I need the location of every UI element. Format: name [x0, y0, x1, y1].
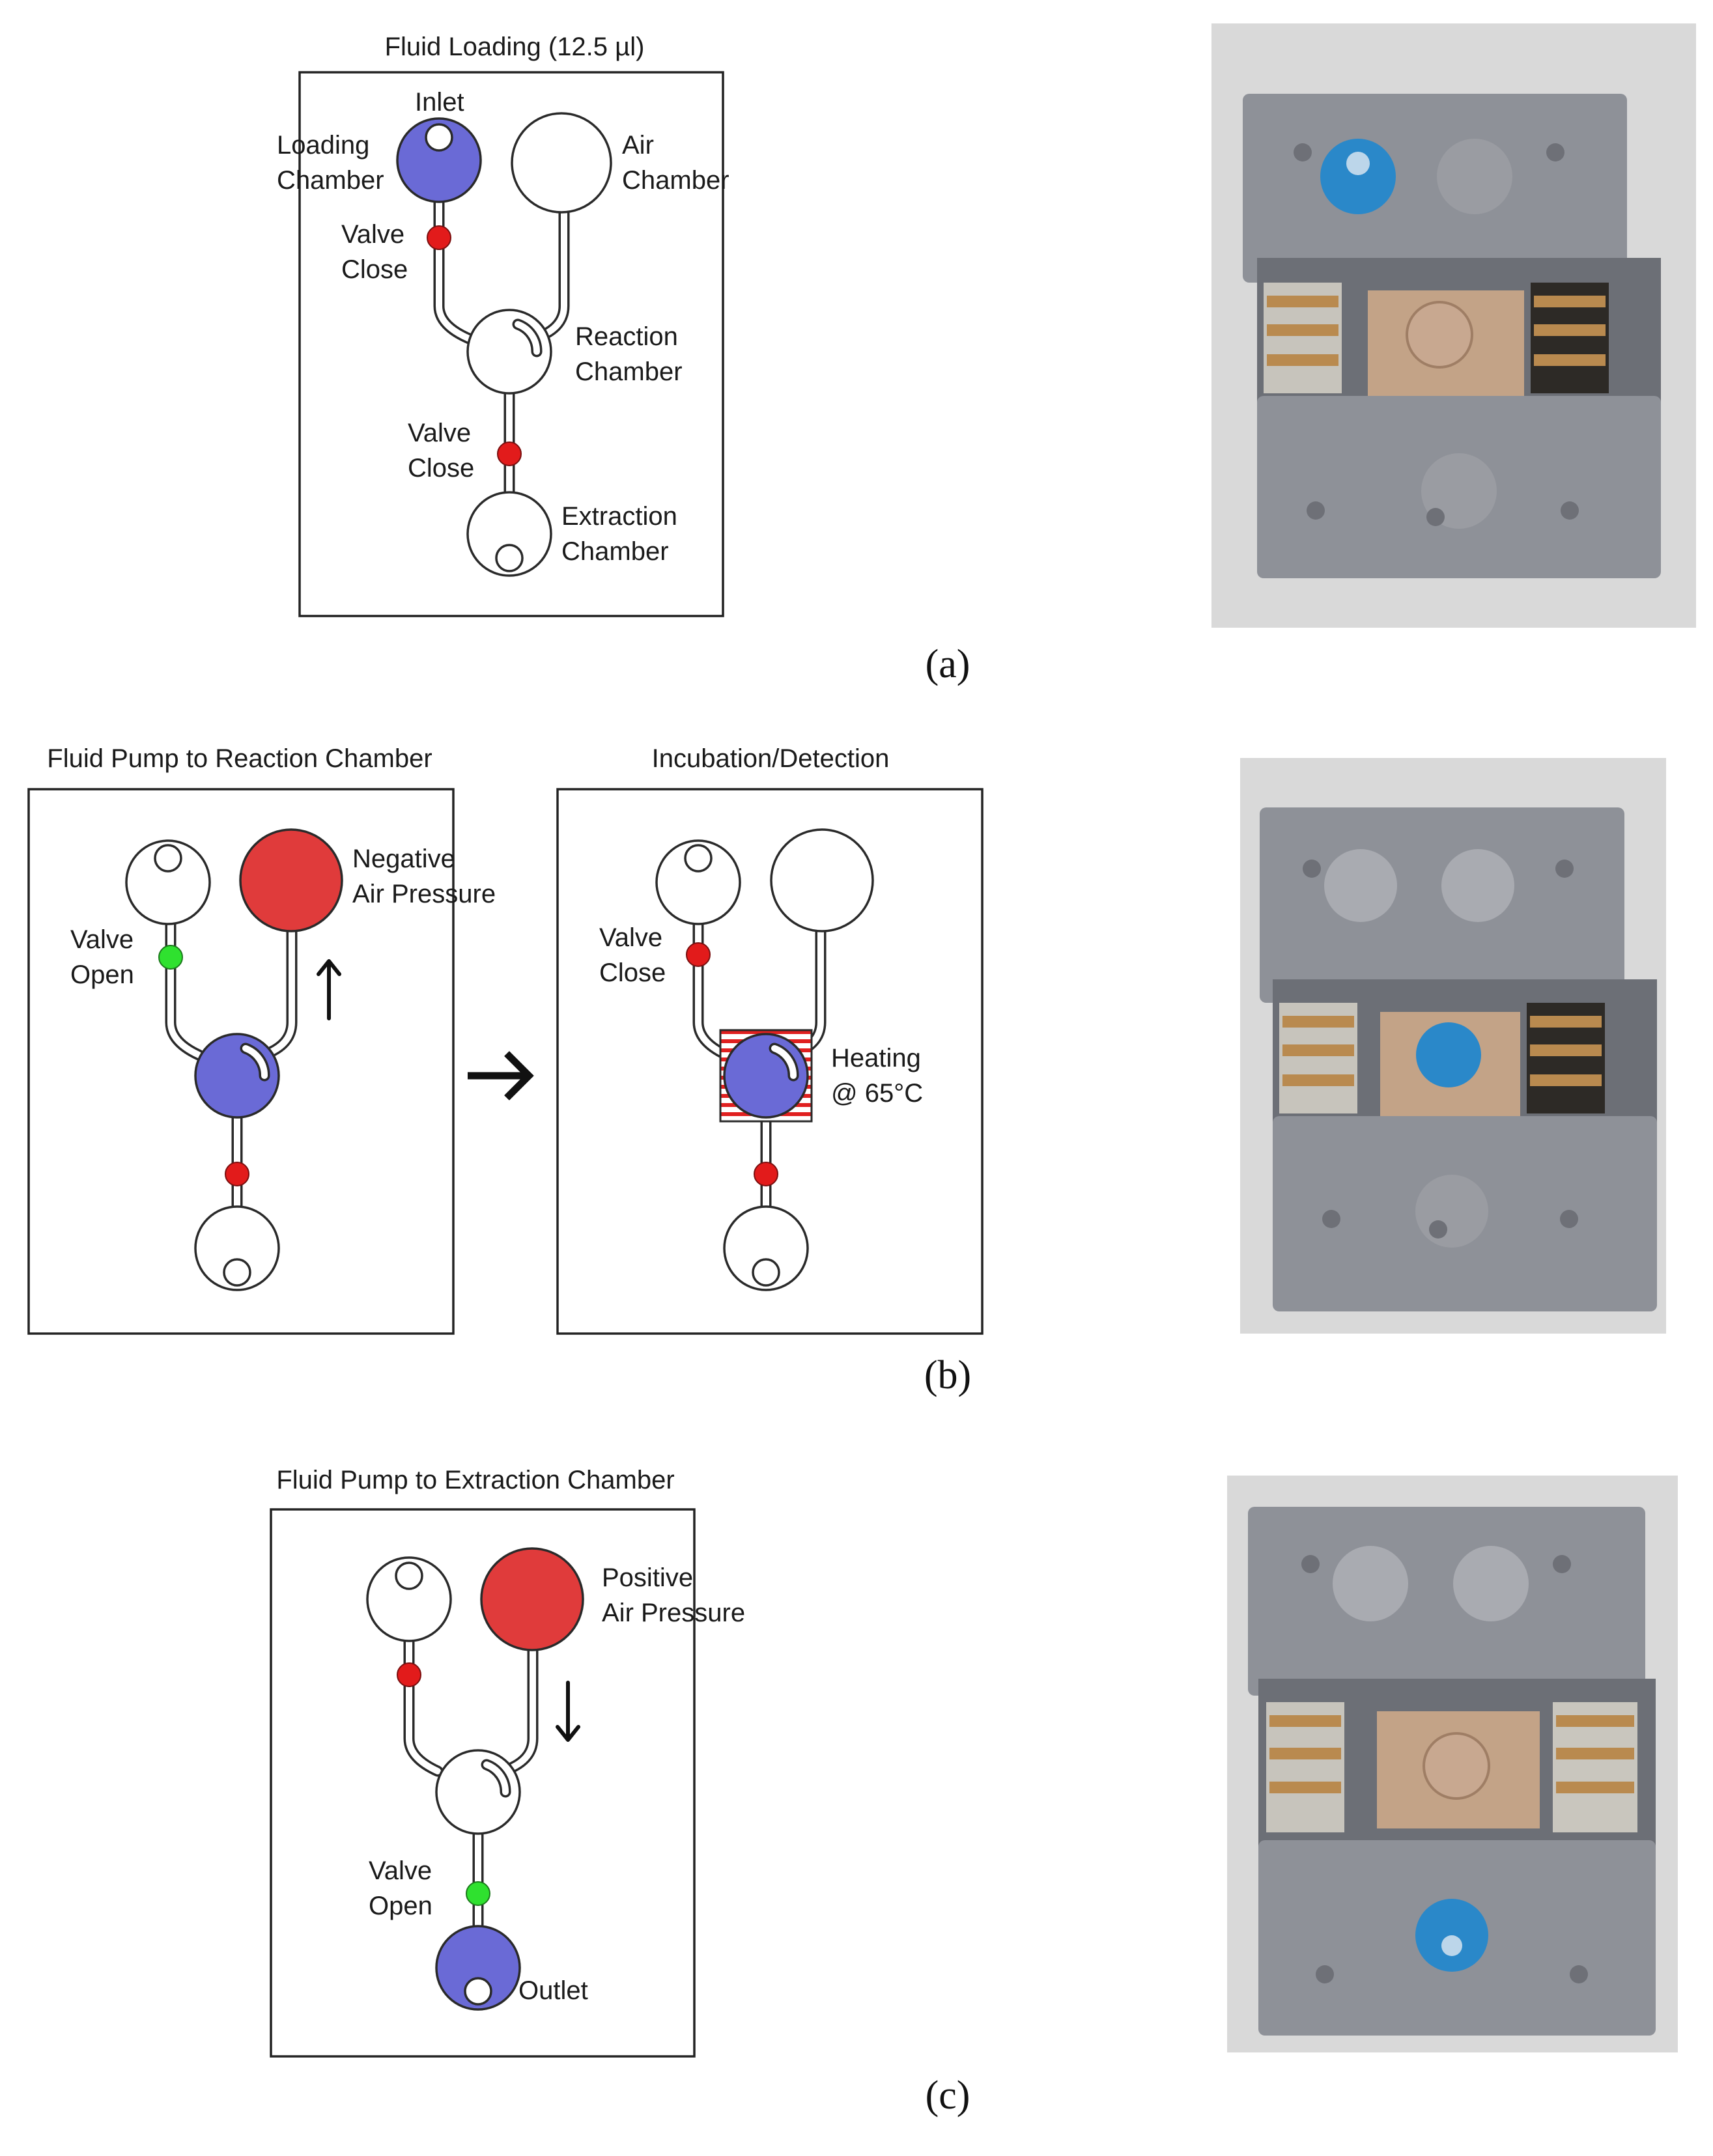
extraction-port [223, 1258, 251, 1287]
valve-closed-bottom [497, 441, 522, 466]
valve-closed-bottom [754, 1162, 778, 1186]
photo-dye-reaction-chamber [1416, 1022, 1481, 1087]
label-pressure-2: Air Pressure [602, 1599, 745, 1627]
reaction-chamber-channel-hook [771, 1045, 797, 1079]
panel-b-right-title: Incubation/Detection [652, 744, 890, 773]
panel-b-left-frame [27, 788, 455, 1335]
extraction-chamber [723, 1205, 809, 1291]
caption-a: (a) [926, 642, 970, 686]
extraction-chamber-filled [435, 1925, 521, 2011]
inlet-port [154, 844, 182, 873]
chip-top-plate [1243, 94, 1627, 283]
photo-b [1240, 758, 1666, 1334]
loading-chamber [125, 839, 211, 925]
label-pressure-1: Positive [602, 1563, 693, 1592]
label-valve-bottom-1: Valve [408, 419, 471, 447]
valve-closed-top [686, 942, 711, 967]
label-heating-2: @ 65°C [831, 1079, 923, 1108]
label-reaction-1: Reaction [575, 322, 678, 351]
photo-reaction-chamber [1423, 1732, 1490, 1800]
label-valve-top-1: Valve [341, 220, 404, 249]
panel-b-right-frame [556, 788, 984, 1335]
extraction-chamber [466, 491, 552, 577]
label-valve-2: Open [70, 960, 134, 989]
loading-chamber [396, 117, 482, 203]
panel-b-left-title: Fluid Pump to Reaction Chamber [47, 744, 432, 773]
reaction-chamber-channel-hook [483, 1761, 509, 1795]
reaction-chamber-channel-hook [515, 321, 541, 355]
reaction-chamber-channel-hook [242, 1045, 268, 1079]
panel-a: Fluid Loading (12.5 µl) Inlet Loading Ch… [277, 33, 970, 686]
loading-chamber [366, 1556, 452, 1642]
label-valve-1: Valve [70, 925, 134, 954]
caption-b: (b) [924, 1353, 971, 1397]
down-arrow-icon [556, 1681, 580, 1742]
label-air-1: Air [622, 131, 654, 160]
panel-c: Fluid Pump to Extraction Chamber Positiv… [270, 1466, 970, 2118]
extraction-port [495, 544, 524, 572]
valve-closed [225, 1162, 249, 1186]
label-valve-2: Close [599, 959, 666, 987]
label-valve-bottom-2: Close [408, 454, 474, 483]
panel-c-title: Fluid Pump to Extraction Chamber [276, 1466, 674, 1494]
panel-a-title: Fluid Loading (12.5 µl) [385, 33, 645, 61]
label-valve-2: Open [369, 1892, 432, 1920]
label-extraction-1: Extraction [561, 502, 677, 531]
air-chamber [511, 112, 612, 214]
panel-a-frame [298, 71, 724, 617]
right-arrow-icon [468, 1051, 534, 1100]
chip-top-plate [1260, 807, 1624, 1003]
outlet-port [464, 1977, 492, 2006]
panel-b-left: Fluid Pump to Reaction Chamber Negative … [27, 744, 496, 1335]
label-air-2: Chamber [622, 166, 729, 195]
label-valve-1: Valve [369, 1856, 432, 1885]
label-outlet: Outlet [518, 1976, 588, 2005]
label-loading-2: Chamber [277, 166, 384, 195]
extraction-port [752, 1258, 780, 1287]
valve-closed-top [427, 225, 451, 250]
label-valve-1: Valve [599, 923, 662, 952]
label-valve-top-2: Close [341, 255, 408, 284]
panel-c-frame [270, 1508, 696, 2058]
label-inlet: Inlet [415, 88, 464, 117]
air-chamber-negative-pressure [239, 828, 343, 932]
loading-chamber [655, 839, 741, 925]
up-arrow-icon [317, 959, 341, 1020]
label-loading-1: Loading [277, 131, 369, 160]
valve-open [466, 1881, 490, 1906]
photo-reaction-chamber [1406, 301, 1473, 369]
label-extraction-2: Chamber [561, 537, 669, 566]
valve-closed [397, 1662, 421, 1687]
inlet-port [395, 1561, 423, 1590]
label-heating-1: Heating [831, 1044, 921, 1072]
label-reaction-2: Chamber [575, 357, 683, 386]
photo-dye-loading-chamber [1320, 139, 1396, 214]
chip-top-plate [1248, 1507, 1645, 1696]
photo-a [1211, 23, 1696, 628]
air-chamber-positive-pressure [480, 1547, 584, 1651]
valve-open [158, 945, 183, 970]
label-pressure-1: Negative [352, 845, 455, 873]
photo-c [1227, 1476, 1678, 2052]
extraction-chamber [194, 1205, 280, 1291]
air-chamber [770, 828, 874, 932]
caption-c: (c) [926, 2073, 970, 2118]
label-pressure-2: Air Pressure [352, 880, 496, 908]
panel-b-right: Incubation/Detection Valve Close Heating… [556, 744, 984, 1397]
inlet-port [425, 123, 453, 152]
inlet-port [684, 844, 713, 873]
